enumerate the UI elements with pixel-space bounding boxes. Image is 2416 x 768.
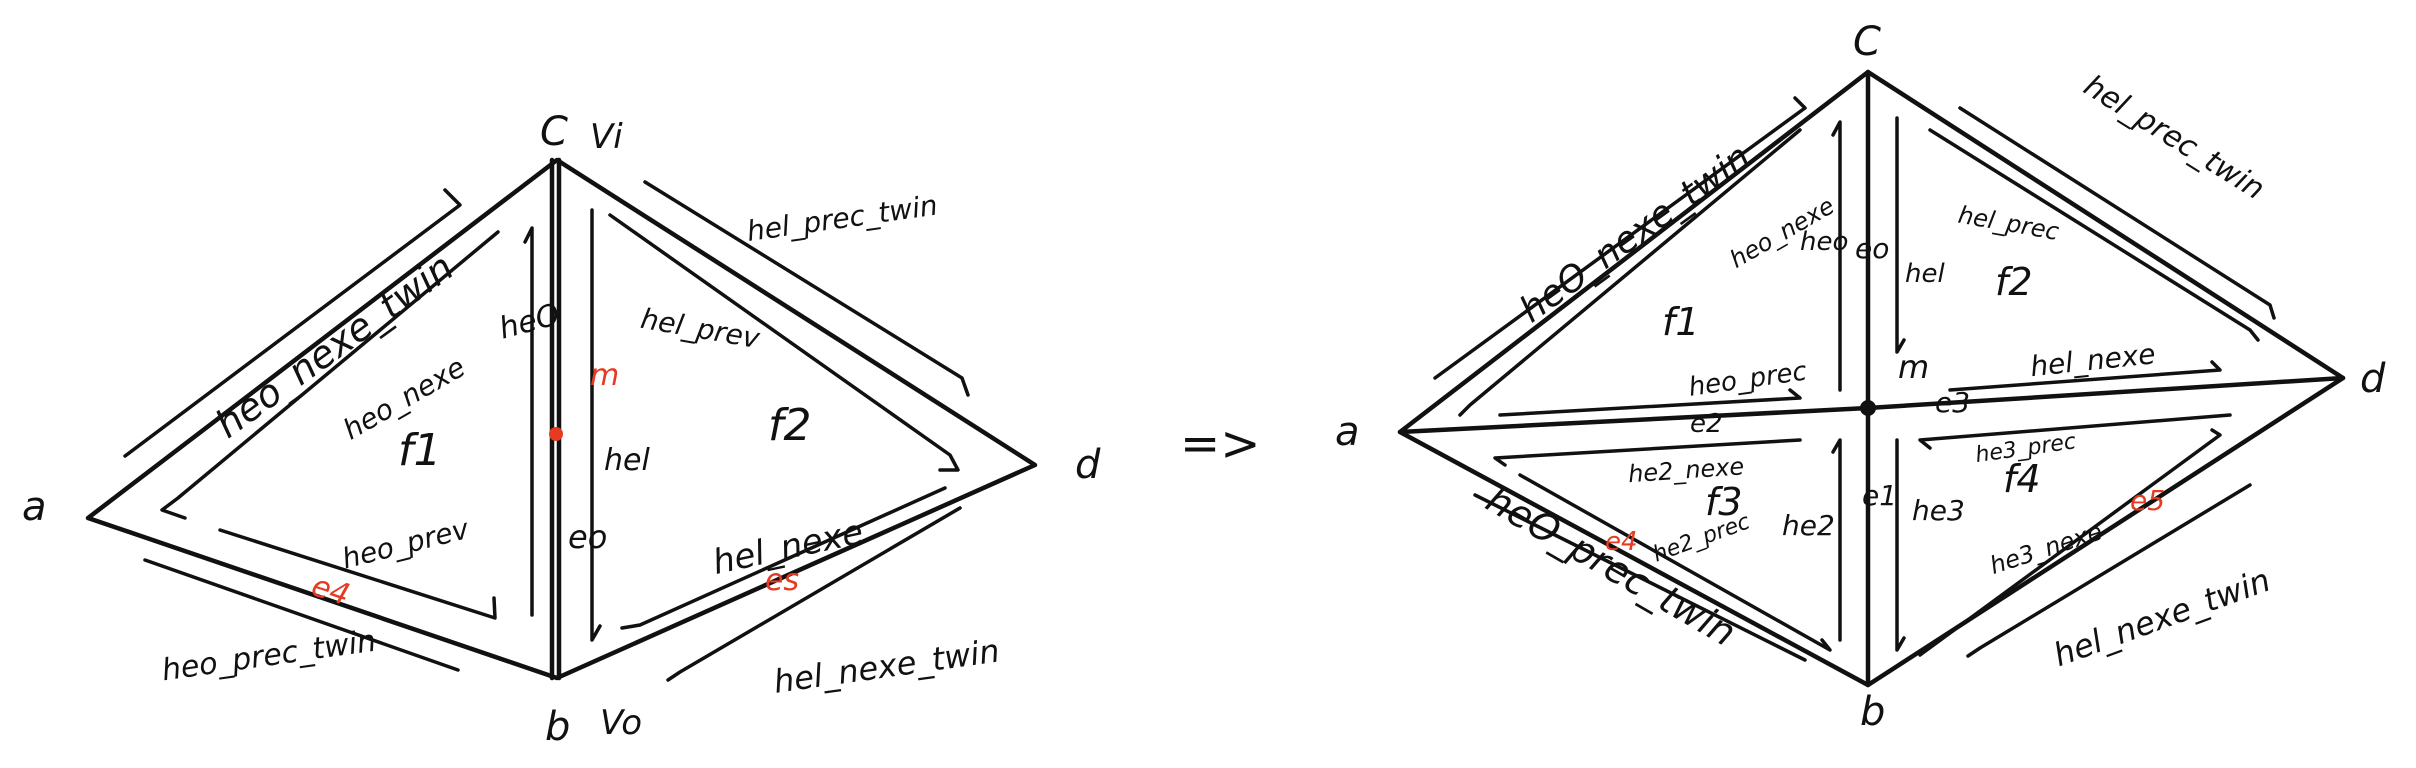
right-he1-next-twin-arrow — [1966, 483, 2252, 658]
right-vertex-b: b — [1860, 689, 1885, 735]
right-he0-next-twin-label: heO_nexe_twin — [1512, 137, 1758, 331]
left-he1-prev-twin-arrow — [643, 180, 970, 397]
left-he0-prev-twin-label: heo_prec_twin — [160, 624, 379, 689]
right-he1-arrow — [1895, 116, 1906, 354]
right-he1-next-twin-label: hel_nexe_twin — [2049, 561, 2276, 674]
right-face-f2: f2 — [1995, 260, 2033, 304]
left-vertex-b: b — [545, 704, 570, 750]
right-he1-prev-twin-arrow — [1958, 106, 2276, 320]
left-edge-e5: es — [765, 563, 799, 598]
left-edge-e0: eo — [568, 518, 607, 556]
left-he0-prev-arrow — [218, 528, 497, 620]
right-face-f4: f4 — [2003, 457, 2041, 501]
left-face-f1: f1 — [398, 425, 441, 476]
left-vertex-d: d — [1075, 442, 1101, 488]
left-vertex-v1: Vi — [590, 117, 623, 157]
right-he2-next-arrow — [1493, 438, 1802, 467]
left-he1-next-arrow — [620, 486, 947, 630]
right-he1-prev-twin-label: hel_prec_twin — [2078, 68, 2271, 207]
left-he1-next-twin-arrow — [666, 506, 962, 682]
right-vertex-a: a — [1335, 409, 1360, 455]
right-edge-e0-label: eo — [1855, 232, 1889, 265]
right-he0-prev-arrow — [1498, 388, 1802, 417]
left-he0-prev-label: heo_prev — [339, 512, 473, 575]
right-he0-prev-label: heo_prec — [1687, 357, 1809, 403]
right-he3-arrow — [1895, 438, 1906, 652]
right-mesh — [1397, 69, 2346, 688]
right-he2-arrow — [1831, 438, 1842, 642]
left-he1-arrow — [590, 208, 602, 642]
right-he1-label: hel — [1905, 259, 1945, 289]
left-he0-next-twin-label: heo_nexe_twin — [207, 245, 462, 447]
right-edge-e1-label: e1 — [1862, 479, 1897, 512]
right-he0-label: heo — [1800, 227, 1848, 257]
right-he1-prev-arrow — [1928, 128, 2260, 342]
left-he0-next-twin-arrow — [123, 188, 462, 458]
left-vertex-v0: Vo — [600, 703, 642, 743]
right-he2-label: he2 — [1782, 509, 1835, 542]
right-edge-e3-label: e3 — [1935, 386, 1970, 419]
left-mesh — [85, 157, 1038, 682]
right-he0-arrow — [1831, 120, 1842, 392]
right-edge-e5-label: e5 — [2130, 484, 2165, 517]
left-he1-prev-twin-label: hel_prec_twin — [745, 189, 940, 248]
right-vertex-c: C — [1853, 19, 1881, 65]
right-labels: a b C d m f1 f2 f3 f4 eo e1 e2 e3 e4 e5 … — [1335, 19, 2386, 735]
right-face-f1: f1 — [1662, 300, 1700, 344]
right-midpoint-m-dot — [1860, 400, 1876, 416]
right-edge-e4-label: e4 — [1605, 527, 1638, 557]
left-he0-arrow — [523, 226, 534, 617]
left-he1-next-twin-label: hel_nexe_twin — [771, 632, 1001, 701]
left-he0-next-arrow — [160, 230, 500, 520]
right-edge-e2 — [1397, 405, 1871, 435]
right-he0-next-arrow — [1458, 128, 1802, 417]
left-midpoint-m-label: m — [590, 358, 619, 393]
right-face-f3: f3 — [1705, 480, 1743, 524]
right-vertex-d: d — [2360, 356, 2386, 402]
right-he0-prev-twin-arrow — [1473, 493, 1807, 662]
left-face-f2: f2 — [768, 400, 811, 451]
right-he0-prev-twin-label: heO_prec_twin — [1479, 477, 1744, 655]
left-vertex-c: C — [540, 109, 568, 155]
right-he3-prev-arrow — [1918, 413, 2232, 450]
right-he0-next-twin-arrow — [1433, 96, 1807, 380]
left-he0-prev-twin-arrow — [143, 558, 460, 672]
implies-arrow: => — [1180, 416, 1260, 472]
left-midpoint-m-dot — [549, 427, 563, 441]
right-he1-next-arrow — [1948, 360, 2222, 392]
right-he3-next-arrow — [1918, 428, 2222, 657]
right-edge-e3 — [1865, 375, 2346, 411]
right-edge-e2-label: e2 — [1690, 409, 1723, 439]
left-labels: a b C d Vi Vo m f1 f2 eo e4 es heO hel h… — [22, 109, 1101, 750]
left-vertex-a: a — [22, 484, 47, 530]
right-he3-label: he3 — [1912, 494, 1965, 527]
right-midpoint-m: m — [1898, 348, 1929, 386]
left-he1-prev-arrow — [608, 213, 960, 472]
right-he2-prev-arrow — [1518, 473, 1832, 652]
left-outer-edges — [85, 157, 1038, 681]
left-he1-label: hel — [604, 443, 650, 478]
right-he1-prev-label: hel_prec — [1956, 201, 2061, 246]
right-he2-prev-label: he2_prec — [1650, 509, 1754, 567]
